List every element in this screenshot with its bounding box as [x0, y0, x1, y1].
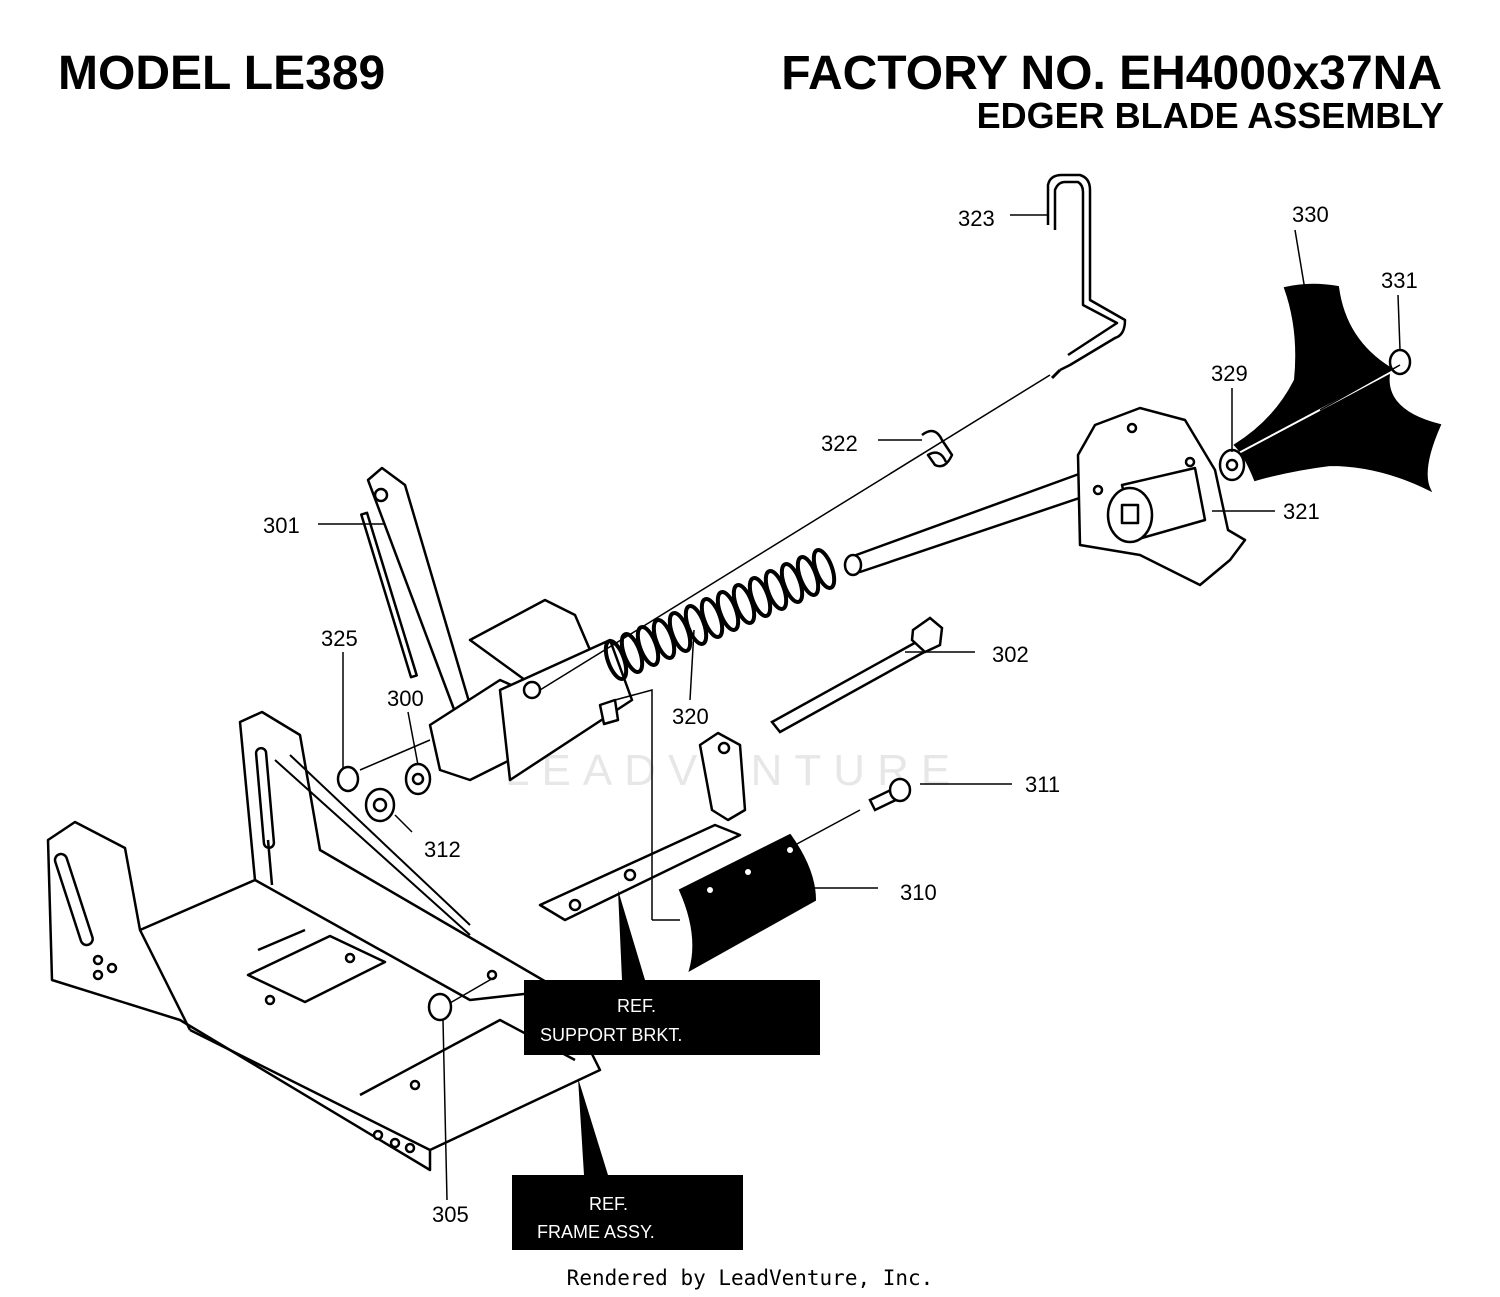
part-label-325[interactable]: 325: [321, 626, 358, 651]
part-label-331[interactable]: 331: [1381, 268, 1418, 293]
part-label-330[interactable]: 330: [1292, 202, 1329, 227]
support-ref-line2: SUPPORT BRKT.: [540, 1025, 682, 1045]
spring-drawing: [603, 548, 837, 681]
support-bracket-drawing: [538, 731, 747, 922]
part-label-321[interactable]: 321: [1283, 499, 1320, 524]
part-label-322[interactable]: 323: [958, 206, 995, 231]
frame-ref-line1: REF.: [589, 1194, 628, 1214]
model-title: MODEL LE389: [58, 47, 386, 100]
frame-assy-ref-box: [512, 1175, 743, 1250]
part-label-329[interactable]: 329: [1211, 361, 1248, 386]
shaft-housing-drawing: [843, 406, 1247, 587]
leader-lines: [318, 214, 1401, 1201]
part-label-320[interactable]: 320: [672, 704, 709, 729]
support-bracket-ref-box: [524, 980, 820, 1055]
part-label-312[interactable]: 312: [424, 837, 461, 862]
support-ref-pointer: [618, 890, 645, 980]
assembly-title: EDGER BLADE ASSEMBLY: [976, 95, 1444, 136]
part-label-301[interactable]: 301: [263, 513, 300, 538]
blade-shield-drawing: [678, 833, 817, 973]
part-label-305[interactable]: 305: [432, 1202, 469, 1227]
support-ref-line1: REF.: [617, 996, 656, 1016]
part-label-311[interactable]: 311: [1025, 772, 1060, 797]
blade-arbor-line: [1234, 369, 1396, 456]
footer-credit: Rendered by LeadVenture, Inc.: [566, 1266, 934, 1290]
hardware-drawing: [336, 348, 1412, 1022]
factory-number-title: FACTORY NO. EH4000x37NA: [781, 47, 1442, 100]
mounting-bracket-drawing: [360, 466, 634, 782]
part-label-310[interactable]: 310: [900, 880, 937, 905]
part-label-300[interactable]: 300: [387, 686, 424, 711]
frame-ref-pointer: [578, 1078, 608, 1175]
part-label-302[interactable]: 302: [992, 642, 1029, 667]
frame-ref-line2: FRAME ASSY.: [537, 1222, 655, 1242]
lift-rod-drawing: [539, 173, 1127, 691]
part-label-323[interactable]: 322: [821, 431, 858, 456]
edger-blade-drawing: [1233, 283, 1442, 493]
